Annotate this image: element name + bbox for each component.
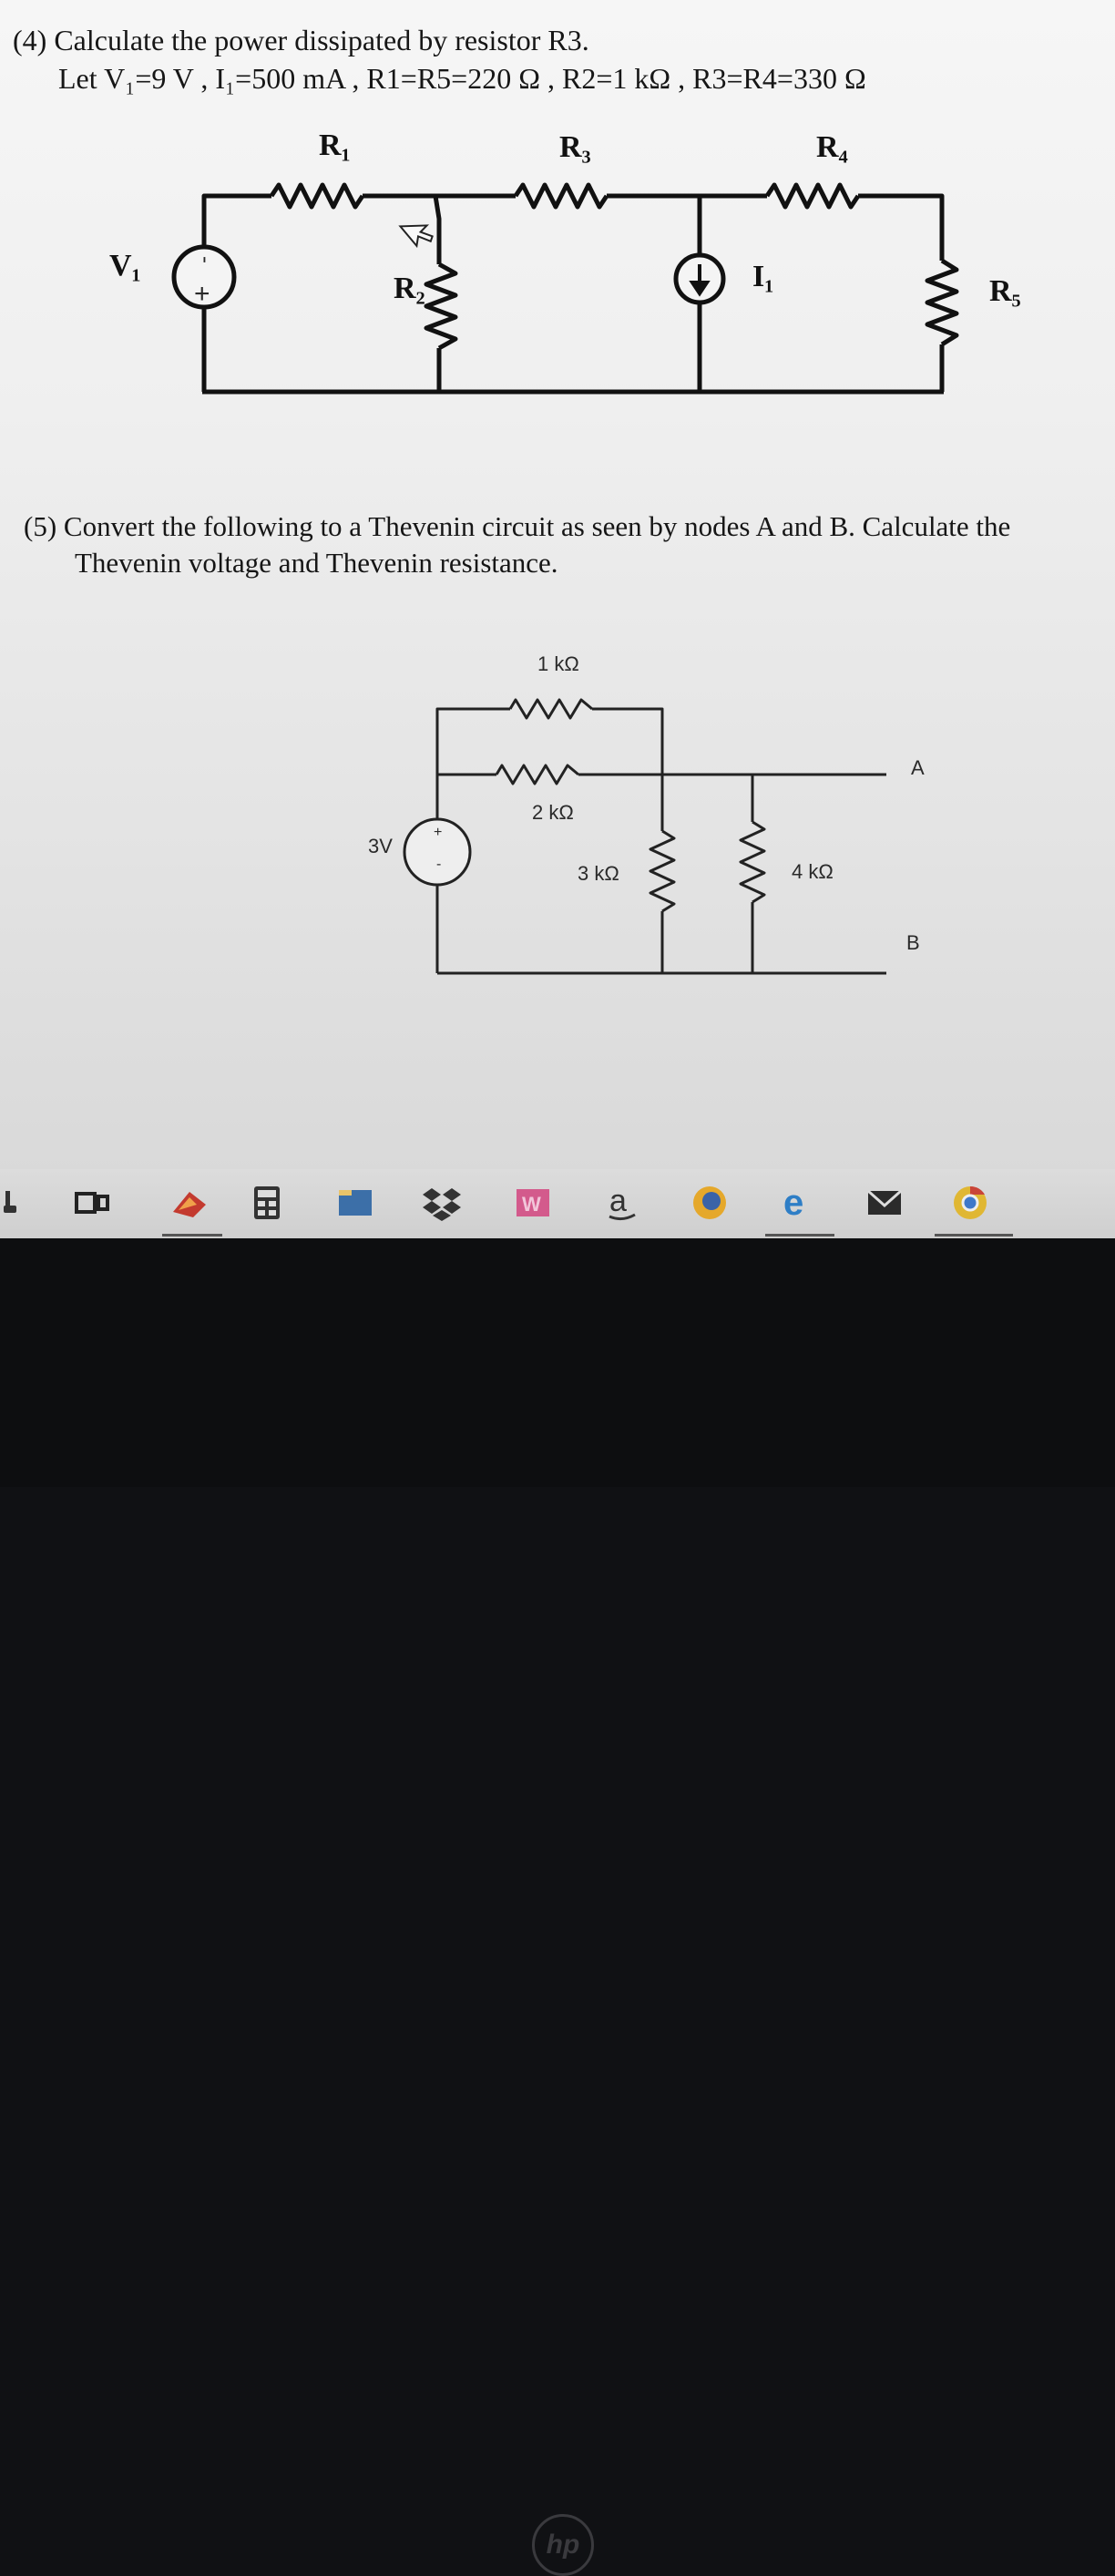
problem-4-title: (4) Calculate the power dissipated by re… <box>13 24 589 56</box>
resistor-3k <box>649 829 676 913</box>
source-minus-sign: - <box>436 857 441 872</box>
label-1k: 1 kΩ <box>537 652 579 675</box>
resistor-r3 <box>513 182 609 210</box>
svg-text:e: e <box>783 1184 803 1222</box>
laptop-bezel: hp <box>0 1238 1115 2576</box>
label-node-b: B <box>906 931 920 954</box>
label-r5: R₅ <box>989 274 1021 308</box>
mouse-cursor-icon <box>398 224 434 249</box>
firefox-icon[interactable] <box>689 1182 731 1224</box>
wire-1k-right <box>592 707 664 775</box>
label-4k: 4 kΩ <box>792 860 834 883</box>
svg-text:W: W <box>522 1193 541 1216</box>
amazon-icon[interactable]: a <box>601 1182 643 1224</box>
resistor-r1 <box>269 182 365 210</box>
search-icon[interactable] <box>0 1182 35 1224</box>
active-indicator <box>765 1234 834 1237</box>
voltage-source-v1 <box>171 244 237 310</box>
dropbox-icon[interactable] <box>421 1182 463 1224</box>
wire-r4-r5 <box>858 193 945 261</box>
voltage-source-3v <box>403 817 472 887</box>
label-i1: I₁ <box>752 260 773 293</box>
word-icon[interactable]: W <box>512 1182 554 1224</box>
resistor-r5 <box>925 258 959 347</box>
problem-5-text-line-1: (5) Convert the following to a Thevenin … <box>24 510 1011 542</box>
resistor-4k <box>739 820 766 904</box>
wire-left-vertical-top <box>435 707 510 818</box>
paint-icon[interactable] <box>169 1182 211 1224</box>
problem-5-text-line-2: Thevenin voltage and Thevenin resistance… <box>75 547 558 579</box>
source-plus-sign: + <box>434 825 442 840</box>
resistor-r2 <box>424 262 458 351</box>
label-r2: R₂ <box>394 272 425 305</box>
v1-minus-sign: - <box>193 256 218 263</box>
svg-text:a: a <box>609 1184 627 1218</box>
resistor-1k <box>508 698 593 720</box>
label-node-a: A <box>911 756 925 779</box>
label-r4: R₄ <box>816 130 848 164</box>
active-indicator <box>162 1234 222 1237</box>
file-explorer-icon[interactable] <box>335 1182 377 1224</box>
problem-5-circuit: + - 1 kΩ 2 kΩ 3V 3 kΩ 4 kΩ A B <box>368 652 925 975</box>
label-2k: 2 kΩ <box>532 801 574 824</box>
resistor-r4 <box>764 182 861 210</box>
down-arrow-icon <box>689 264 711 297</box>
label-r1: R₁ <box>319 128 351 162</box>
mail-icon[interactable] <box>864 1182 905 1224</box>
problem-4-circuit: - + R₁ R₃ R₄ V₁ R₂ I₁ R₅ <box>109 128 1021 395</box>
active-indicator <box>935 1234 1013 1237</box>
document-screen: (4) Calculate the power dissipated by re… <box>0 0 1115 1175</box>
label-r3: R₃ <box>559 130 591 164</box>
v1-plus-sign: + <box>194 279 210 309</box>
hp-logo: hp <box>532 2514 594 2576</box>
problem-4-given-values: Let V₁=9 V , I₁=500 mA , R1=R5=220 Ω , R… <box>58 62 866 95</box>
label-3v: 3V <box>368 835 393 857</box>
chrome-icon[interactable] <box>949 1182 991 1224</box>
wire-r2-top <box>433 195 442 264</box>
label-3k: 3 kΩ <box>578 862 619 885</box>
calculator-icon[interactable] <box>246 1182 288 1224</box>
windows-taskbar: W a e <box>0 1169 1115 1238</box>
label-v1: V₁ <box>109 249 141 282</box>
task-view-icon[interactable] <box>71 1182 113 1224</box>
edge-icon[interactable]: e <box>778 1182 820 1224</box>
resistor-2k <box>495 764 579 785</box>
